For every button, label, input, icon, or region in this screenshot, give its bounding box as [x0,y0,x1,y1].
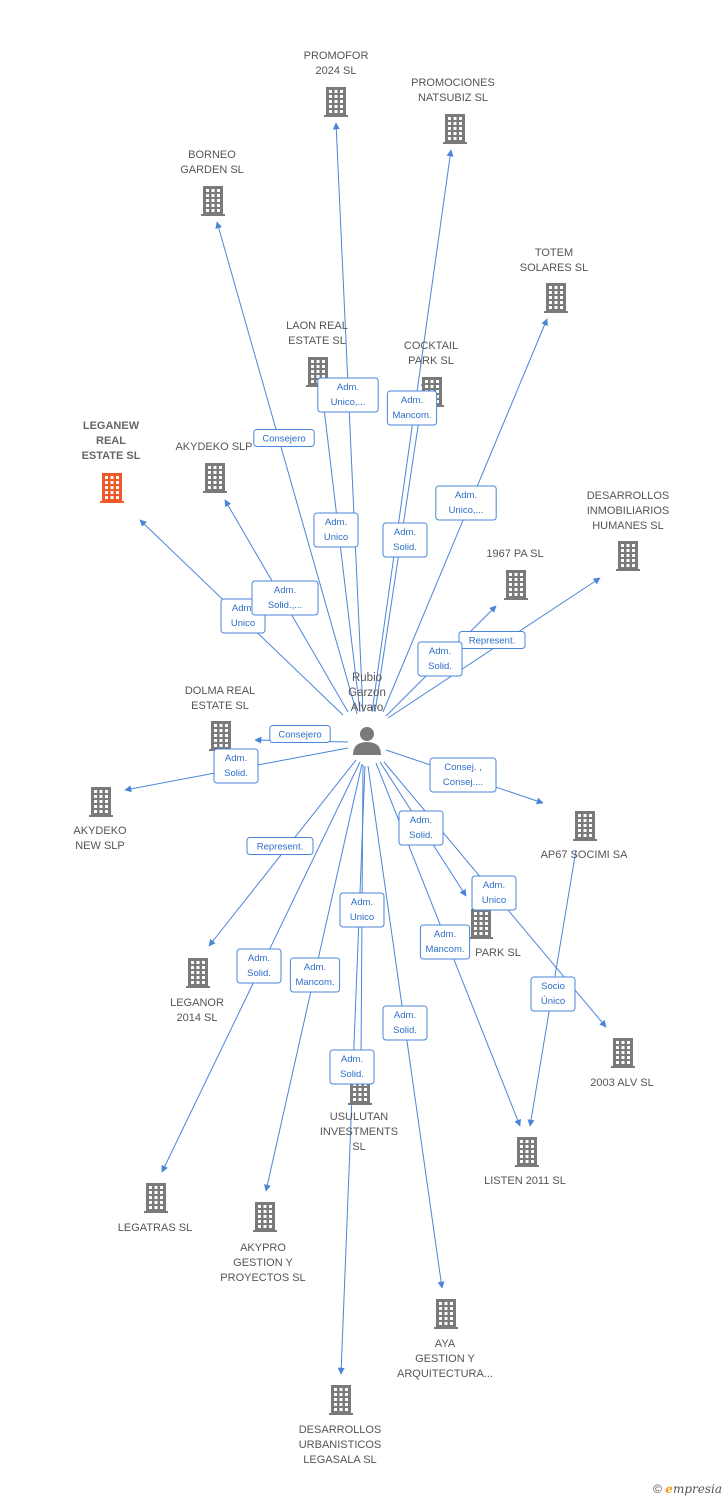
edge-line-borneo [215,221,358,715]
edge-line-promofor [332,122,364,713]
svg-text:Adm.Unico,...: Adm.Unico,... [331,382,366,408]
empresia-logo: empresia [665,1482,722,1496]
building-icon-desarrollos_urb[interactable] [329,1385,353,1415]
svg-text:Adm.Solid.: Adm.Solid. [393,1010,417,1036]
company-label-park: PARK SL [475,947,521,959]
edge-label-listen[interactable]: Adm.Mancom. [419,924,471,960]
svg-text:Consej. ,Consej....: Consej. ,Consej.... [443,762,483,788]
svg-text:Adm.Solid.,...: Adm.Solid.,... [268,585,302,611]
company-label-akydeko: AKYDEKO SLP [175,441,252,453]
building-icon-pa1967[interactable] [504,570,528,600]
svg-text:Adm.Unico,...: Adm.Unico,... [449,490,484,516]
building-icon-alv2003[interactable] [611,1038,635,1068]
company-label-alv2003: 2003 ALV SL [590,1077,653,1089]
building-icon-desarrollos_inm[interactable] [616,541,640,571]
edge-label-aya[interactable]: Adm.Solid. [382,1005,428,1041]
building-icon-akydeko[interactable] [203,463,227,493]
svg-text:Adm.Solid.: Adm.Solid. [247,953,271,979]
edge-label-leganor[interactable]: Represent. [246,837,314,855]
building-icon-leganor[interactable] [186,958,210,988]
building-icon-ap67[interactable] [573,811,597,841]
building-icon-promociones[interactable] [443,114,467,144]
edge-label-akydeko[interactable]: Adm.Solid.,... [251,580,319,616]
edge-label-borneo[interactable]: Consejero [253,429,315,447]
edge-label-pa1967[interactable]: Adm.Solid. [417,641,463,677]
edge-label-akypro[interactable]: Adm.Mancom. [289,957,341,993]
edge-label-akydeko_new[interactable]: Adm.Solid. [213,748,259,784]
svg-text:Adm.Unico: Adm.Unico [482,880,506,906]
svg-text:Adm.Solid.: Adm.Solid. [428,646,452,672]
edge-label-ap67[interactable]: Consej. ,Consej.... [429,757,497,793]
edge-label-dolma[interactable]: Consejero [269,725,331,743]
edge-label-park[interactable]: Adm.Solid. [398,810,444,846]
svg-text:Consejero: Consejero [278,730,321,741]
edge-label-totem[interactable]: Adm.Unico,... [435,485,497,521]
svg-text:Adm.Solid.: Adm.Solid. [409,815,433,841]
building-icon-dolma[interactable] [209,721,233,751]
footer-brand: © empresia [653,1482,722,1496]
svg-text:Represent.: Represent. [257,842,303,853]
company-label-ap67: AP67 SOCIMI SA [541,849,628,861]
building-icon-park[interactable] [469,909,493,939]
svg-text:Adm.Unico: Adm.Unico [231,603,255,629]
building-icon-akypro[interactable] [253,1202,277,1232]
building-icon-borneo[interactable] [201,186,225,216]
company-label-pa1967: 1967 PA SL [486,548,543,560]
edge-label-laon[interactable]: Adm.Unico,... [317,377,379,413]
svg-text:Adm.Unico: Adm.Unico [350,897,374,923]
edge-label-desarrollos_urb[interactable]: Adm.Solid. [329,1049,375,1085]
company-label-listen: LISTEN 2011 SL [484,1175,566,1187]
edge-label-usulutan[interactable]: Adm.Unico [339,892,385,928]
copyright-symbol: © [653,1482,662,1496]
svg-text:Adm.Solid.: Adm.Solid. [393,527,417,553]
svg-text:Represent.: Represent. [469,636,515,647]
building-icon-totem[interactable] [544,283,568,313]
edge-label-promofor[interactable]: Adm.Unico [313,512,359,548]
building-icon-akydeko_new[interactable] [89,787,113,817]
svg-text:Adm.Mancom.: Adm.Mancom. [295,962,334,988]
building-icon-leganew[interactable] [100,473,124,503]
edge-line-promociones [371,149,454,713]
edge-label-desarrollos_inm[interactable]: Represent. [458,631,526,649]
svg-text:Adm.Solid.: Adm.Solid. [224,753,248,779]
person-icon[interactable] [353,727,381,755]
svg-text:Adm.Solid.: Adm.Solid. [340,1054,364,1080]
company-label-legatras: LEGATRAS SL [118,1222,192,1234]
building-icon-legatras[interactable] [144,1183,168,1213]
edge-label-cocktail[interactable]: Adm.Mancom. [386,390,438,426]
building-icon-promofor[interactable] [324,87,348,117]
edge-label-legatras[interactable]: Adm.Solid. [236,948,282,984]
edge-label-promociones[interactable]: Adm.Solid. [382,522,428,558]
svg-text:Adm.Mancom.: Adm.Mancom. [392,395,431,421]
svg-text:Consejero: Consejero [262,434,305,445]
svg-text:Adm.Mancom.: Adm.Mancom. [425,929,464,955]
svg-text:Adm.Unico: Adm.Unico [324,517,348,543]
building-icon-listen[interactable] [515,1137,539,1167]
building-icon-aya[interactable] [434,1299,458,1329]
edge-label-alv2003[interactable]: Adm.Unico [471,875,517,911]
